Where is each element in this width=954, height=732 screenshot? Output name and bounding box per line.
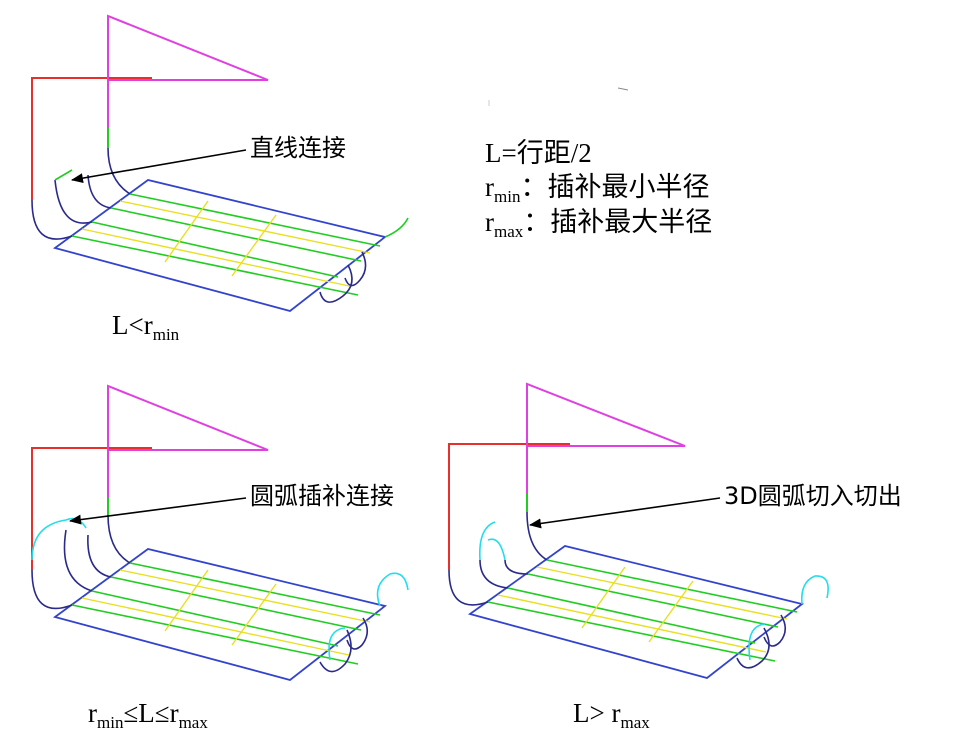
label-straight-connection: 直线连接 (250, 136, 346, 160)
caption-bottom-right: L> rmax (573, 700, 650, 731)
tool-frame-magenta (108, 386, 268, 498)
label-3d-arc-lead: 3D圆弧切入切出 (724, 484, 902, 508)
tool-frame-red (449, 444, 570, 570)
panel-straight-connection (32, 16, 408, 311)
caption-top: L<rmin (112, 312, 179, 343)
panel-3d-arc-lead (449, 384, 828, 678)
caption-bottom-left: rmin≤L≤rmax (88, 700, 208, 731)
tool-frame-magenta (527, 384, 685, 494)
panel-arc-interpolation (32, 386, 408, 680)
arrow-3d-arc (530, 498, 720, 525)
arrow-straight (72, 150, 246, 180)
tool-paths-green (72, 194, 380, 295)
tool-frame-red (32, 78, 152, 200)
tool-frame-red (32, 448, 152, 570)
label-arc-interpolation: 圆弧插补连接 (250, 484, 394, 508)
legend: L=行距/2 rmin：插补最小半径 rmax：插补最大半径 (485, 136, 712, 240)
legend-line-1: L=行距/2 (485, 136, 712, 170)
tool-frame-magenta (108, 16, 268, 128)
arrow-arc-interp (70, 498, 246, 521)
legend-line-2: rmin：插补最小半径 (485, 170, 712, 205)
legend-line-3: rmax：插补最大半径 (485, 205, 712, 240)
